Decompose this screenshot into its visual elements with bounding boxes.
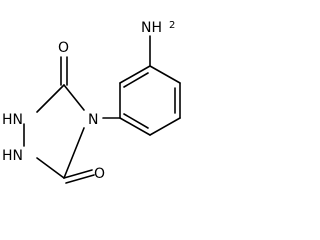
molecule-diagram: N HN HN O O NH 2 (2, 20, 181, 184)
bond-nh2-c-bottom (36, 157, 65, 179)
atom-o-top: O (58, 40, 69, 56)
atom-nh-lower: HN (2, 148, 23, 164)
bond-benzene-2 (149, 65, 181, 84)
atom-n4: N (88, 112, 98, 128)
bond-benzene-5 (119, 117, 151, 136)
bond-benzene-4 (149, 117, 181, 136)
atom-amino-n: NH (141, 20, 162, 36)
atom-nh-upper: HN (2, 112, 23, 128)
bond-c-bottom-n4 (63, 127, 85, 179)
bond-c-top-nh1 (36, 84, 65, 113)
atom-amino-subscript: 2 (169, 20, 175, 31)
bond-carbonyl-bottom-2 (65, 174, 95, 184)
bond-n4-c-top (63, 84, 85, 111)
bond-benzene-double-3 (123, 113, 149, 129)
bond-benzene-double-1 (123, 72, 149, 88)
bond-carbonyl-bottom-1 (63, 169, 93, 179)
atom-o-bottom: O (94, 166, 105, 182)
bond-benzene-1 (119, 65, 151, 84)
